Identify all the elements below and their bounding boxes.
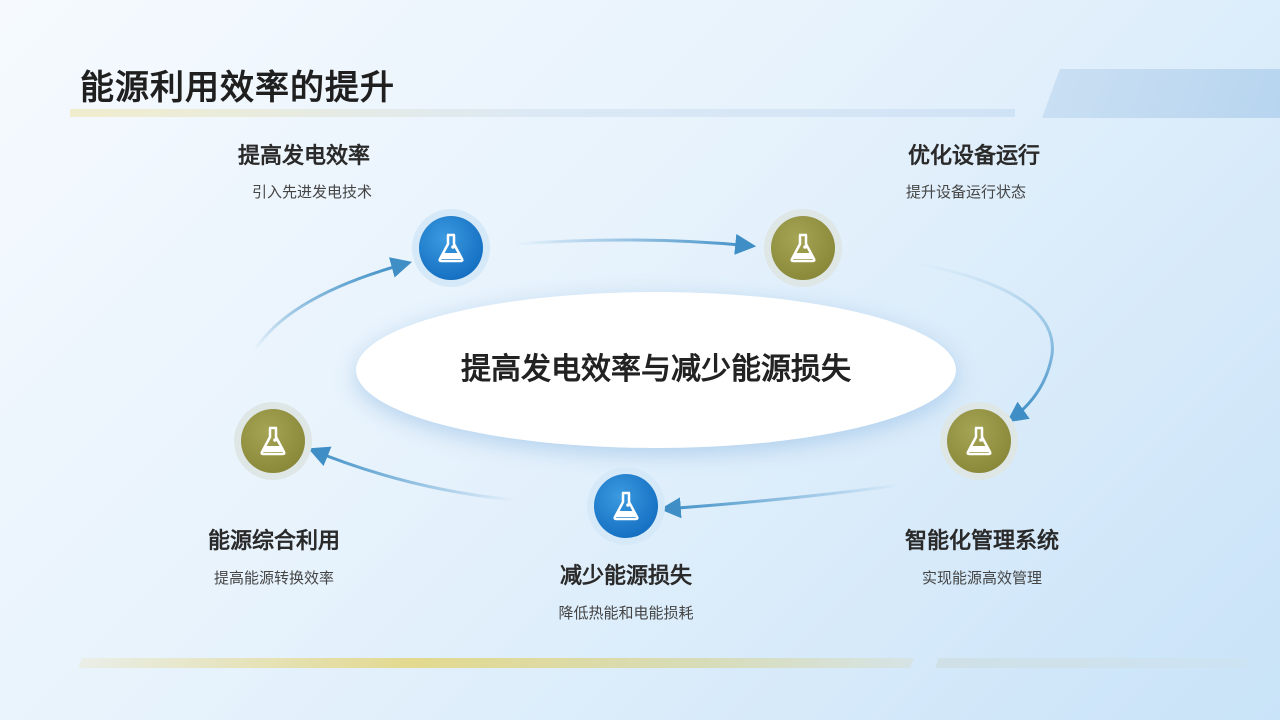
flask-icon — [438, 233, 464, 263]
center-topic-text: 提高发电效率与减少能源损失 — [461, 352, 851, 387]
node-2-circle — [764, 209, 842, 287]
node-5-circle — [234, 402, 312, 480]
node-3-desc: 实现能源高效管理 — [921, 569, 1043, 587]
node-3-circle — [940, 402, 1018, 480]
node-4-title: 减少能源损失 — [559, 564, 693, 589]
node-1-circle — [412, 209, 490, 287]
bottom-decoration-bar — [78, 658, 914, 668]
node-2-title: 优化设备运行 — [907, 144, 1041, 169]
arrow-bottom-left — [308, 446, 516, 502]
node-4-desc: 降低热能和电能损耗 — [558, 604, 694, 622]
node-4-circle — [587, 467, 665, 545]
arrow-top — [514, 233, 757, 255]
node-2-desc: 提升设备运行状态 — [905, 183, 1027, 201]
title-underline — [70, 109, 1015, 117]
flask-icon — [613, 491, 639, 521]
arrow-bottom-right — [659, 483, 901, 519]
node-1-desc: 引入先进发电技术 — [251, 183, 373, 201]
flask-icon — [790, 233, 816, 263]
node-5-title: 能源综合利用 — [207, 529, 341, 554]
arrow-right — [909, 260, 1054, 423]
node-3-title: 智能化管理系统 — [904, 529, 1060, 554]
node-5-desc: 提高能源转换效率 — [213, 569, 335, 587]
flask-icon — [260, 426, 286, 456]
arrow-left — [253, 257, 413, 351]
node-1-title: 提高发电效率 — [237, 144, 371, 169]
center-topic-ellipse: 提高发电效率与减少能源损失 — [356, 292, 956, 448]
flask-icon — [966, 426, 992, 456]
bottom-decoration-bar-right — [935, 658, 1249, 668]
page-title: 能源利用效率的提升 — [80, 68, 395, 108]
